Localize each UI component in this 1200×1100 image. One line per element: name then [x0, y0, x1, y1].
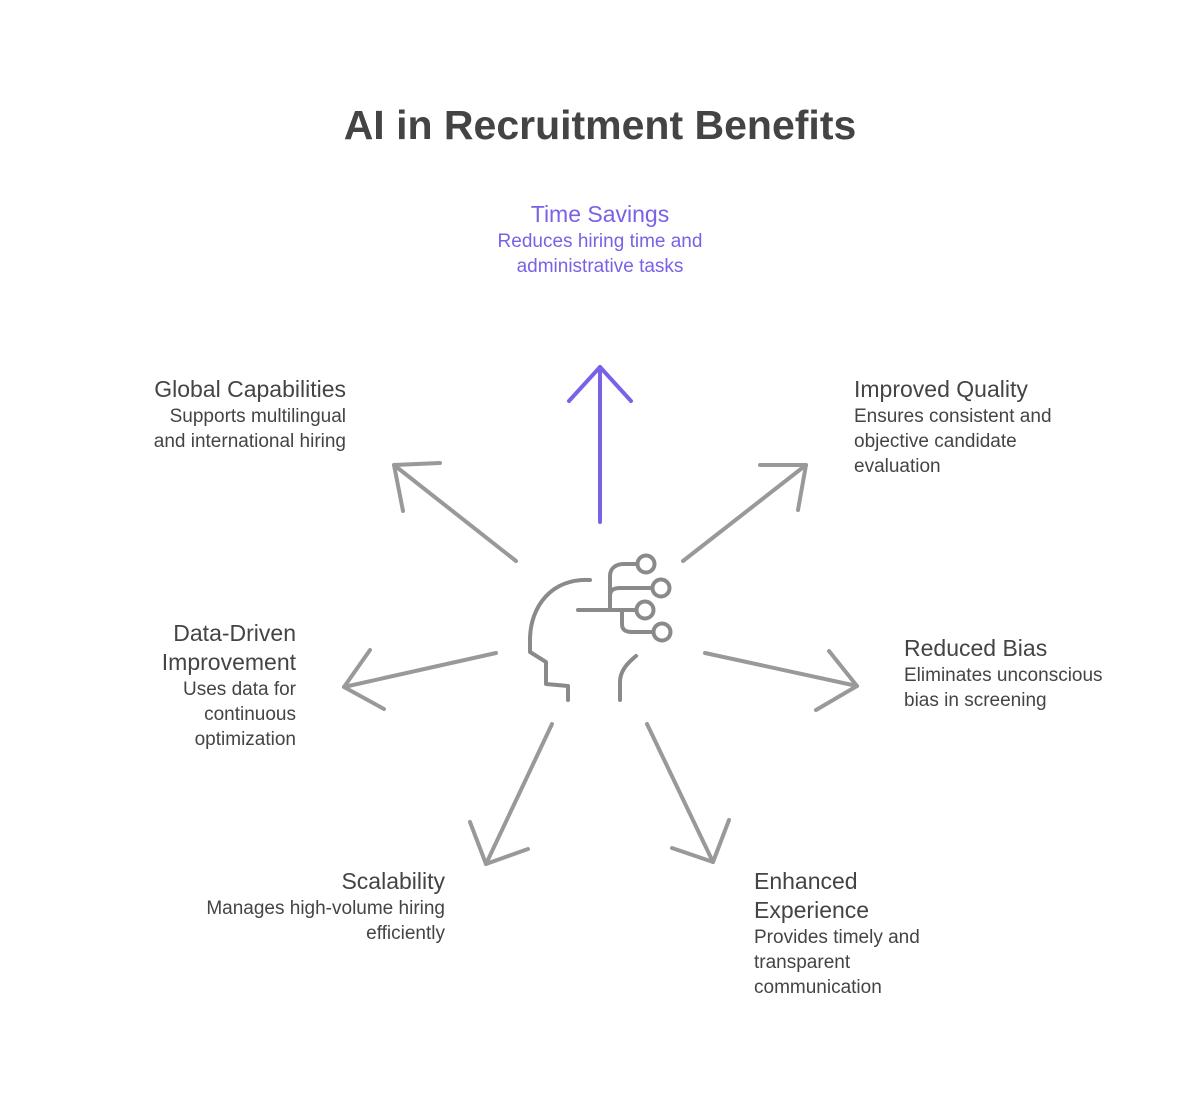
- benefit-time-savings: Time Savings Reduces hiring time and adm…: [480, 200, 720, 279]
- arrow-time-savings: [567, 365, 633, 524]
- benefit-improved-quality: Improved Quality Ensures consistent and …: [854, 375, 1084, 479]
- benefit-description: Reduces hiring time and administrative t…: [497, 231, 703, 277]
- benefit-description: Supports multilingual and international …: [153, 406, 346, 452]
- benefit-description: Eliminates unconscious bias in screening: [904, 665, 1103, 711]
- benefit-description: Provides timely and transparent communic…: [754, 927, 920, 998]
- benefit-reduced-bias: Reduced Bias Eliminates unconscious bias…: [904, 634, 1134, 713]
- benefit-global-capabilities: Global Capabilities Supports multilingua…: [116, 375, 346, 454]
- benefit-description: Manages high-volume hiring efficiently: [206, 898, 445, 944]
- arrow-improved-quality: [681, 463, 808, 563]
- arrow-reduced-bias: [703, 649, 859, 712]
- ai-head-circuit-icon: [528, 553, 673, 702]
- benefit-title: Scalability: [341, 868, 445, 894]
- benefit-description: Ensures consistent and objective candida…: [854, 406, 1052, 477]
- arrow-data-driven-improvement: [342, 648, 498, 711]
- benefit-data-driven-improvement: Data-Driven Improvement Uses data for co…: [116, 619, 296, 752]
- benefit-enhanced-experience: Enhanced Experience Provides timely and …: [754, 867, 954, 1000]
- benefit-title: Enhanced Experience: [754, 868, 870, 923]
- arrow-scalability: [468, 722, 554, 866]
- benefit-scalability: Scalability Manages high-volume hiring e…: [205, 867, 445, 946]
- benefit-title: Reduced Bias: [904, 635, 1048, 661]
- arrow-global-capabilities: [392, 461, 518, 563]
- benefit-title: Data-Driven Improvement: [161, 620, 296, 675]
- arrow-enhanced-experience: [645, 722, 731, 864]
- benefit-title: Time Savings: [530, 201, 670, 227]
- benefit-description: Uses data for continuous optimization: [183, 679, 296, 750]
- diagram-title: AI in Recruitment Benefits: [343, 102, 857, 148]
- benefit-title: Global Capabilities: [154, 376, 346, 402]
- benefit-title: Improved Quality: [854, 376, 1028, 402]
